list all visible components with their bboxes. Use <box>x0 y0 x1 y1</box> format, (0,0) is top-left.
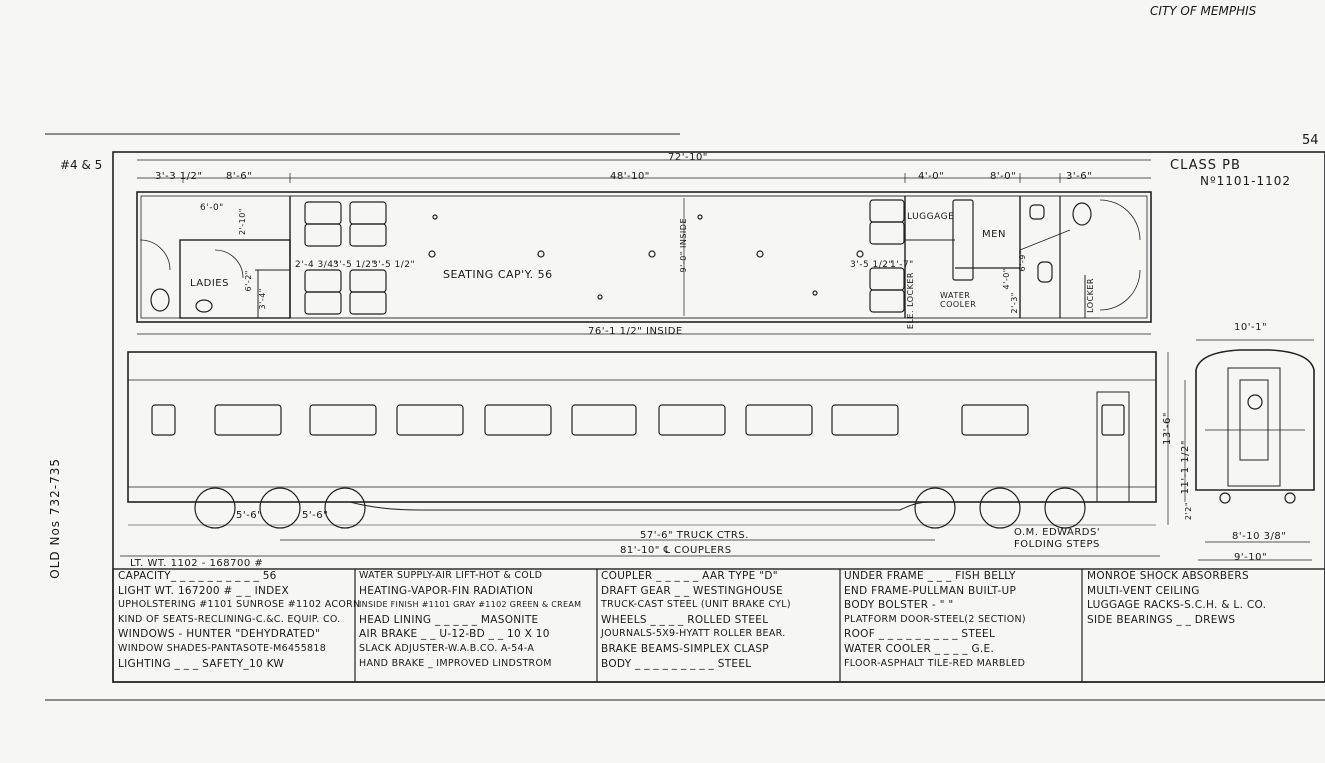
light-weight-note: LT. WT. 1102 - 168700 # <box>130 558 264 569</box>
dim-2-10: 2'-10" <box>238 208 247 236</box>
dim-4-0: 4'-0" <box>918 171 945 182</box>
dim-3-5c: 3'-5 1/2" <box>850 260 894 270</box>
truck-dim-b: 5'-6" <box>302 510 329 521</box>
spec-line: BODY _ _ _ _ _ _ _ _ _ STEEL <box>601 657 752 670</box>
dim-4-0b: 4'-0" <box>1002 268 1011 290</box>
spec-table-text: CAPACITY_ _ _ _ _ _ _ _ _ _ 56 LIGHT WT.… <box>113 569 1324 682</box>
spec-line: LIGHT WT. 167200 # _ _ INDEX <box>118 584 289 597</box>
dim-6-9: 6'-9" <box>1018 250 1027 272</box>
car-body-side <box>127 351 1157 503</box>
spec-col-3: COUPLER _ _ _ _ _ AAR TYPE "D" DRAFT GEA… <box>601 569 791 682</box>
spec-line: WATER SUPPLY-AIR LIFT-HOT & COLD <box>359 570 543 581</box>
couplers-dim: 81'-10" ℄ COUPLERS <box>620 545 732 556</box>
dim-3-5a: 3'-5 1/2" <box>333 260 377 270</box>
spec-line: BRAKE BEAMS-SIMPLEX CLASP <box>601 642 769 655</box>
spec-line: LIGHTING _ _ _ SAFETY_10 KW <box>118 657 285 670</box>
end-width-dim: 10'-1" <box>1234 322 1268 333</box>
spec-line: FLOOR-ASPHALT TILE-RED MARBLED <box>844 657 1026 669</box>
plan-view <box>136 159 1152 335</box>
dim-3-5b: 3'-5 1/2" <box>372 260 416 270</box>
ladies-label: LADIES <box>190 278 229 289</box>
spec-line: COUPLER _ _ _ _ _ AAR TYPE "D" <box>601 570 778 582</box>
spec-line: WINDOW SHADES-PANTASOTE-M6455818 <box>118 642 327 654</box>
spec-line: DRAFT GEAR _ _ WESTINGHOUSE <box>601 584 783 597</box>
dim-6-2: 6'-2" <box>244 270 253 292</box>
spec-line: HEAD LINING _ _ _ _ _ MASONITE <box>359 613 539 626</box>
inside-width-dim: 9'-0" INSIDE <box>679 218 688 273</box>
spec-line: KIND OF SEATS-RECLINING-C.&C. EQUIP. CO. <box>118 613 341 625</box>
spec-line: PLATFORM DOOR-STEEL(2 SECTION) <box>844 613 1026 625</box>
spec-line: SLACK ADJUSTER-W.A.B.CO. A-54-A <box>359 642 535 654</box>
overall-width-dim: 9'-10" <box>1234 552 1268 563</box>
steps-note-2: FOLDING STEPS <box>1014 539 1100 550</box>
spec-table <box>112 568 1325 683</box>
truck-dim-a: 5'-6" <box>236 510 263 521</box>
spec-line: WINDOWS - HUNTER "DEHYDRATED" <box>118 628 321 641</box>
spec-line: WHEELS _ _ _ _ ROLLED STEEL <box>601 613 769 626</box>
spec-line: HAND BRAKE _ IMPROVED LINDSTROM <box>359 657 552 669</box>
plan-inner <box>140 195 1148 319</box>
spec-col-5: MONROE SHOCK ABSORBERS MULTI-VENT CEILIN… <box>1087 569 1266 682</box>
car-number-note: #4 & 5 <box>60 158 103 172</box>
toilet-ladies <box>150 288 170 312</box>
spec-line: INSIDE FINISH #1101 GRAY #1102 GREEN & C… <box>359 600 582 610</box>
old-numbers-label: OLD Nos 732-735 <box>48 458 62 579</box>
spec-col-2: WATER SUPPLY-AIR LIFT-HOT & COLD HEATING… <box>359 569 581 682</box>
elec-locker-label: ELE. LOCKER <box>906 272 915 330</box>
seating-capacity-label: SEATING CAP'Y. 56 <box>443 268 553 281</box>
spec-line: TRUCK-CAST STEEL (UNIT BRAKE CYL) <box>601 599 791 611</box>
spec-line: MONROE SHOCK ABSORBERS <box>1087 570 1249 582</box>
spec-col-4: UNDER FRAME _ _ _ FISH BELLY END FRAME-P… <box>844 569 1026 682</box>
dim-2-3: 2'-3" <box>1010 292 1019 314</box>
dim-3-4: 3'-4" <box>258 288 267 310</box>
dim-1-7: 1'-7" <box>890 260 914 270</box>
car-numbers-label: Nº1101-1102 <box>1200 174 1292 188</box>
spec-line: LUGGAGE RACKS-S.C.H. & L. CO. <box>1087 599 1267 612</box>
side-door <box>1096 391 1130 503</box>
spec-line: WATER COOLER _ _ _ _ G.E. <box>844 642 995 655</box>
page-number: 54 <box>1302 133 1319 148</box>
dim-8-6: 8'-6" <box>226 171 253 182</box>
truck-width-dim: 8'-10 3/8" <box>1232 531 1287 542</box>
side-height-dim: 11'-1 1/2" <box>1180 440 1191 495</box>
dim-6-0: 6'-0" <box>200 203 224 213</box>
spec-line: BODY BOLSTER - " " <box>844 599 954 612</box>
height-dim: 13'-6" <box>1162 412 1173 446</box>
spec-line: UPHOLSTERING #1101 SUNROSE #1102 ACORN <box>118 599 361 611</box>
spec-col-1: CAPACITY_ _ _ _ _ _ _ _ _ _ 56 LIGHT WT.… <box>118 569 360 682</box>
overall-length-dim: 72'-10" <box>668 152 708 163</box>
luggage-label: LUGGAGE <box>907 212 955 222</box>
inside-length-dim: 76'-1 1/2" INSIDE <box>588 326 683 337</box>
dim-48-10: 48'-10" <box>610 171 650 182</box>
spec-line: UNDER FRAME _ _ _ FISH BELLY <box>844 570 1016 582</box>
spec-line: JOURNALS-5X9-HYATT ROLLER BEAR. <box>601 628 786 640</box>
dim-3-3: 3'-3 1/2" <box>155 171 203 182</box>
dim-3-6: 3'-6" <box>1066 171 1093 182</box>
end-elevation <box>1195 339 1315 561</box>
spec-line: MULTI-VENT CEILING <box>1087 584 1200 597</box>
wheel <box>194 487 236 529</box>
spec-line: AIR BRAKE _ _ U-12-BD _ _ 10 X 10 <box>359 628 550 641</box>
men-sofa <box>952 199 974 281</box>
spec-line: END FRAME-PULLMAN BUILT-UP <box>844 584 1017 597</box>
dim-2-4: 2'-4 3/4" <box>295 260 339 270</box>
plan-outline <box>136 191 1152 323</box>
spec-line: HEATING-VAPOR-FIN RADIATION <box>359 584 534 597</box>
men-label: MEN <box>982 229 1006 240</box>
wheel-height-dim: 2'2" <box>1184 502 1193 521</box>
spec-line: CAPACITY_ _ _ _ _ _ _ _ _ _ 56 <box>118 570 277 582</box>
dim-8-0: 8'-0" <box>990 171 1017 182</box>
spec-line: ROOF _ _ _ _ _ _ _ _ _ STEEL <box>844 628 996 641</box>
city-title: CITY OF MEMPHIS <box>1150 4 1257 18</box>
steps-note-1: O.M. EDWARDS' <box>1014 527 1101 538</box>
locker-label: LOCKER <box>1086 278 1095 313</box>
water-cooler-label: WATER COOLER <box>940 291 977 309</box>
spec-line: SIDE BEARINGS _ _ DREWS <box>1087 613 1236 626</box>
truck-centers-dim: 57'-6" TRUCK CTRS. <box>640 530 749 541</box>
class-label: CLASS PB <box>1170 158 1241 173</box>
side-elevation <box>120 351 1186 557</box>
toilet-men <box>1072 202 1092 226</box>
